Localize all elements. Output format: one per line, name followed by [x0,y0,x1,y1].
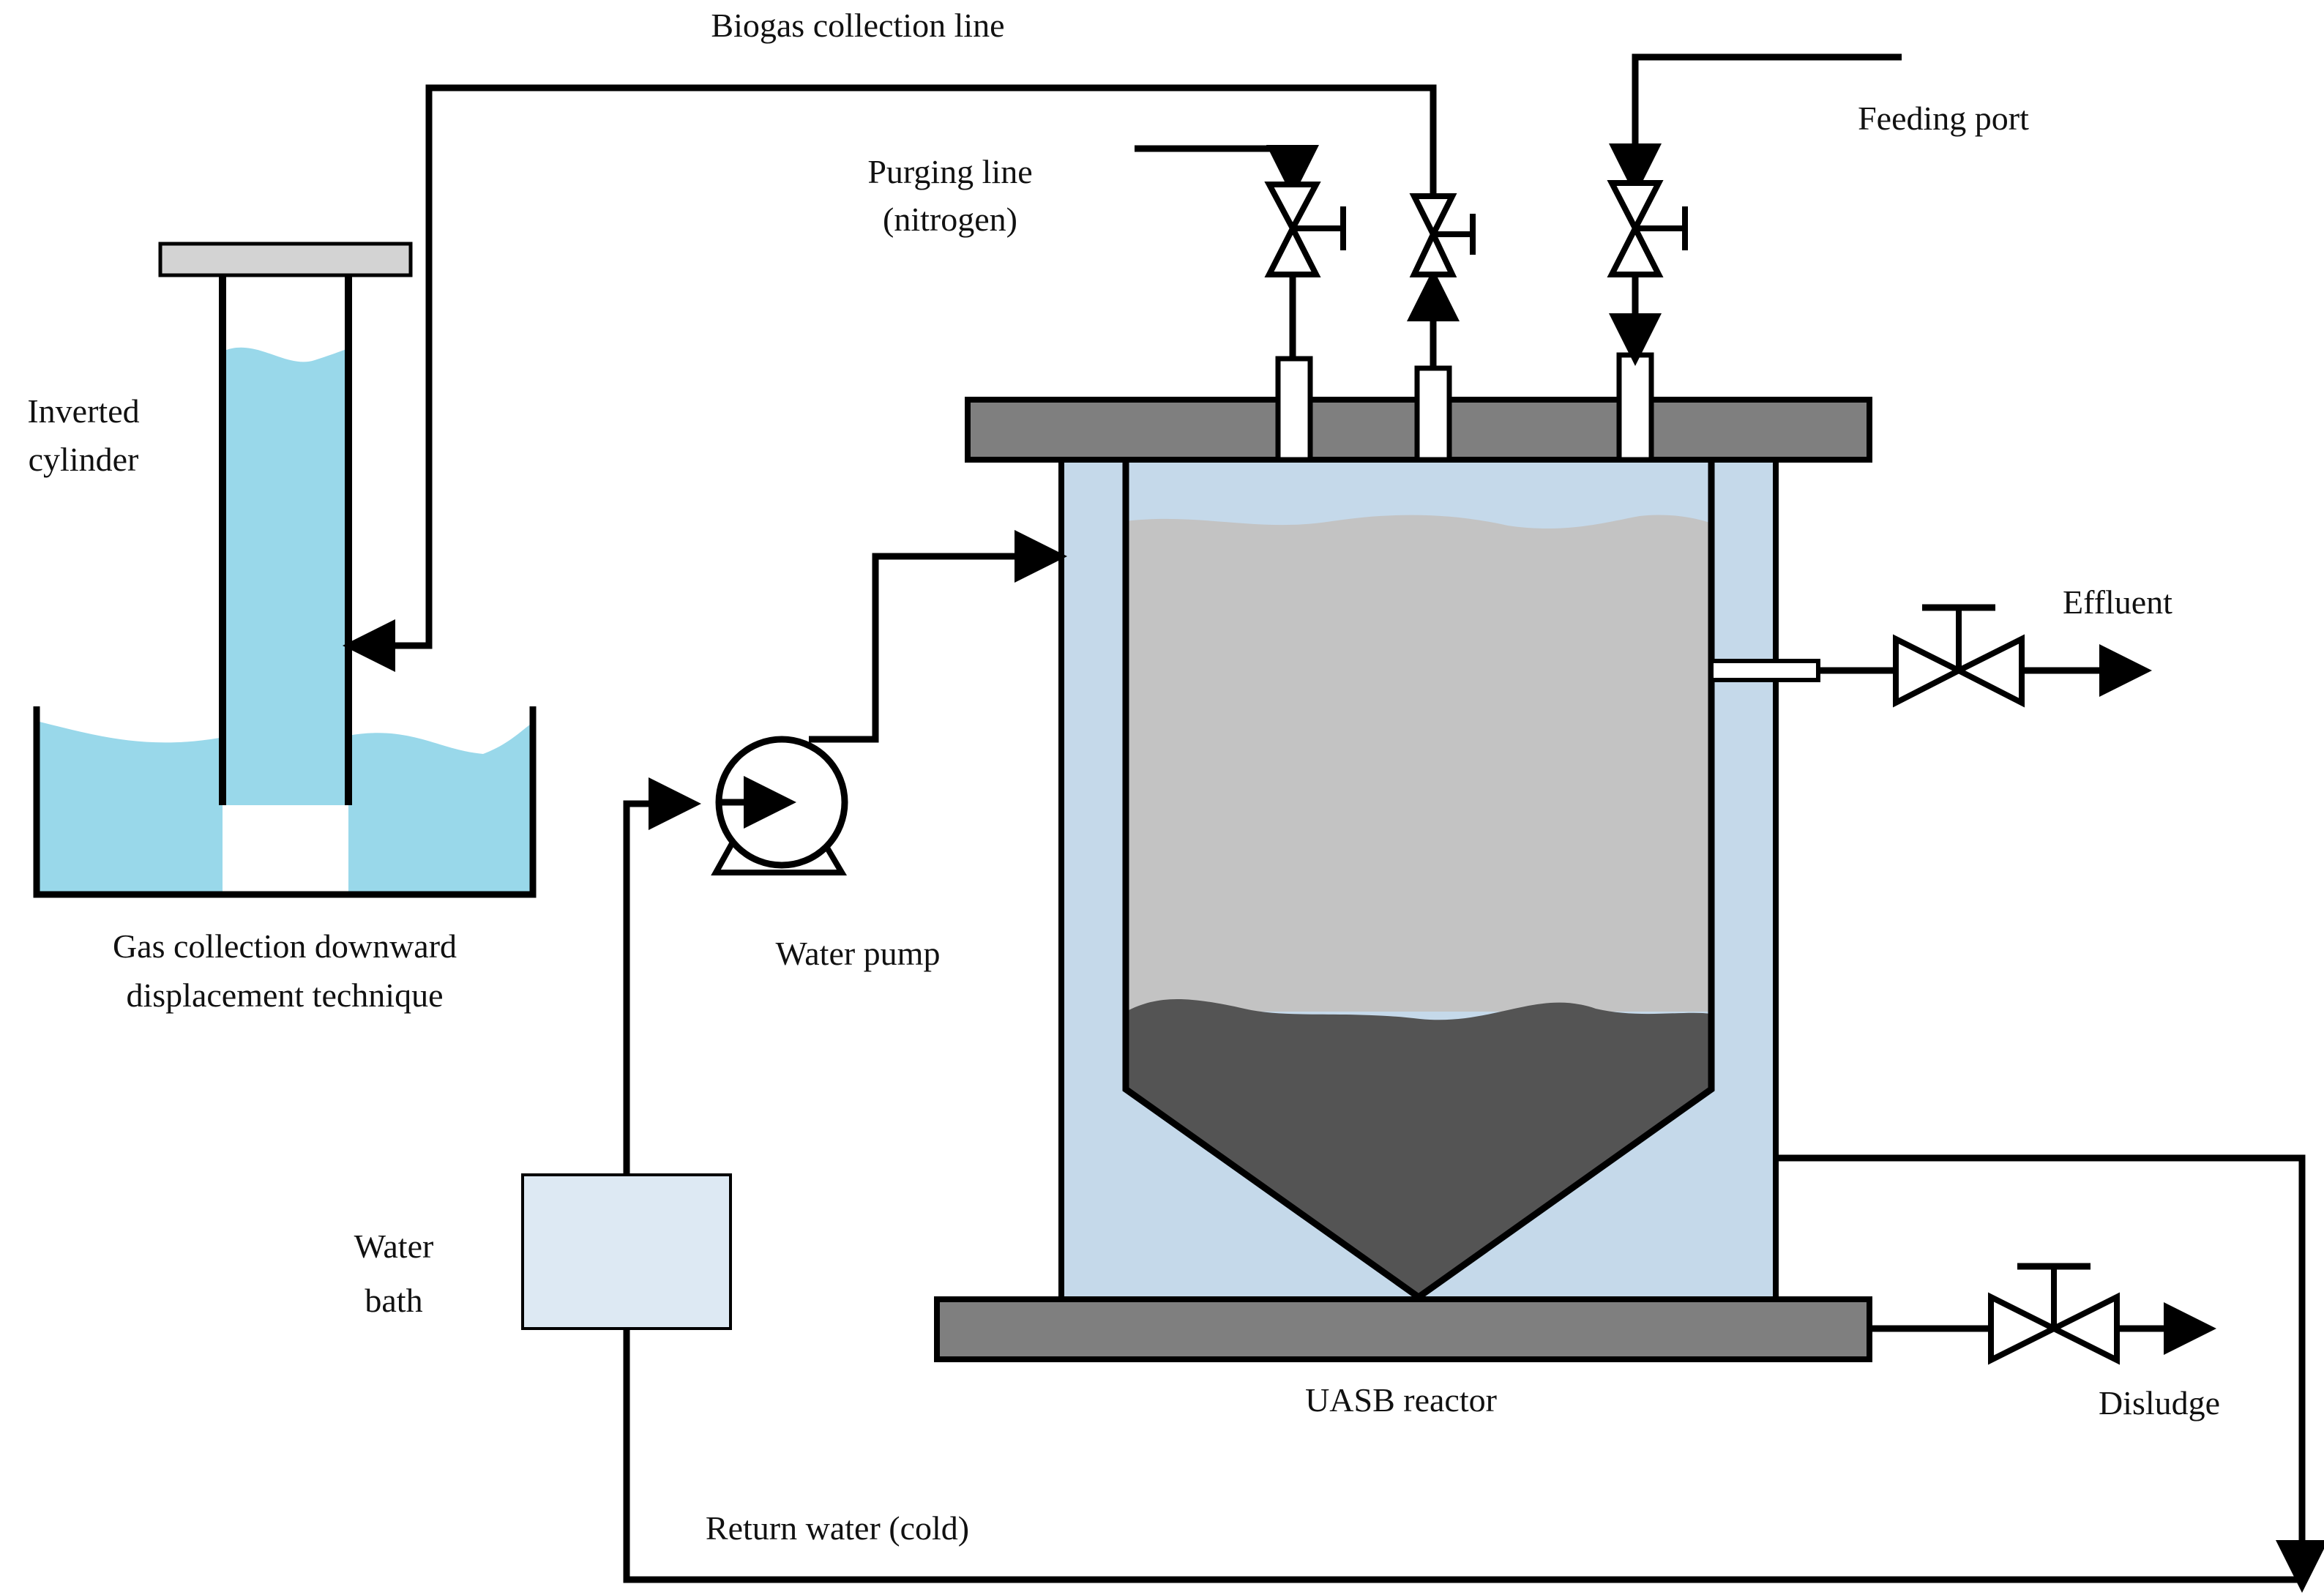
reactor-sludge [1126,998,1711,1297]
purging-line-sub-label: (nitrogen) [883,201,1017,238]
reactor-liquid [1126,515,1711,1012]
biogas-line-label: Biogas collection line [711,7,1004,44]
purging-pipe [1135,145,1319,198]
feeding-nozzle [1616,352,1654,463]
return-water-label: Return water (cold) [706,1509,969,1547]
inverted-cylinder-label: Inverted [27,392,139,430]
biogas-nozzle [1414,365,1452,463]
inverted-cylinder-sub-label: cylinder [29,441,139,478]
uasb-reactor-label: UASB reactor [1305,1381,1497,1419]
water-pump-icon[interactable] [711,736,848,875]
water-pump-label: Water pump [776,935,941,972]
cylinder-water [223,347,348,805]
tank-outline [33,706,537,898]
effluent-valve-icon[interactable] [1893,604,2025,708]
disludge-label: Disludge [2099,1384,2220,1422]
effluent-label: Effluent [2063,583,2172,621]
gas-collection-apparatus [33,242,537,898]
water-bath[interactable] [521,1173,732,1330]
water-bath-sub-label: bath [365,1282,422,1319]
water-bath-label: Water [354,1228,434,1265]
gas-collection-label: Gas collection downward [113,927,457,965]
feeding-valve-icon[interactable] [1607,180,1688,277]
pump-to-jacket-pipe [809,530,1067,743]
feeding-port-label: Feeding port [1858,100,2029,137]
gas-collection-sub-label: displacement technique [126,976,443,1014]
uasb-reactor [934,352,1872,1362]
feeding-pipe [1609,53,1902,196]
biogas-valve-icon[interactable] [1409,193,1476,277]
purging-valve-icon[interactable] [1264,182,1346,277]
bath-to-pump-pipe [623,777,701,1175]
purging-line-label: Purging line [867,153,1032,190]
biogas-collection-pipe [343,84,1437,672]
tank-water-right [348,723,533,894]
tank-water [37,721,223,894]
cylinder-cap [158,242,413,277]
reactor-base [934,1296,1872,1362]
disludge-valve-icon[interactable] [1988,1263,2120,1365]
purge-nozzle [1275,356,1313,463]
effluent-outlet-stub [1709,659,1820,682]
